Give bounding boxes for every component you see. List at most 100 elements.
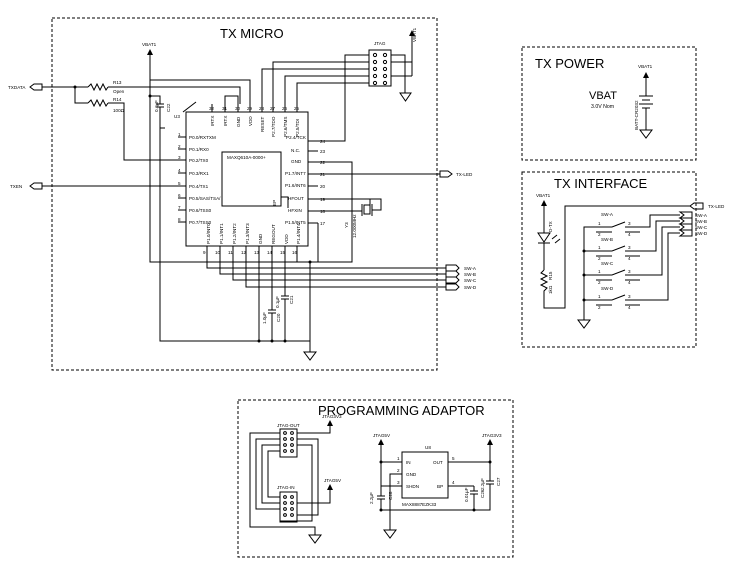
svg-text:HFOUT: HFOUT [288,196,304,201]
svg-text:12: 12 [241,250,247,255]
svg-text:P0.3/RX1: P0.3/RX1 [189,171,209,176]
jtag5v-regulator-symbol: JTAG5V [373,433,391,445]
svg-text:6: 6 [178,193,181,198]
battery-circuit: VBAT1 VBAT 3.0V Nom BATT-CR2032 [589,64,653,139]
ground-adaptor-a [308,534,322,544]
txen-port: TXEN [10,182,43,190]
svg-text:17: 17 [320,221,326,226]
svg-text:31: 31 [222,106,228,111]
svg-text:5: 5 [178,181,181,186]
svg-text:8: 8 [178,217,181,222]
svg-text:P1.2/INT2: P1.2/INT2 [232,223,237,244]
sw-d-label-interface: SW-D [695,231,708,236]
svg-text:29: 29 [247,106,253,111]
u3-left-pins: 1P0.0/RXTXM 2P0.1/RX0 3P0.2/TX0 4P0.3/RX… [178,132,221,225]
sw-c-label-interface: SW-C [695,225,708,230]
jtag-in-label: JTAG-IN [277,485,295,490]
svg-text:IRTX: IRTX [210,116,215,126]
svg-text:P2.5/TDI: P2.5/TDI [295,119,300,137]
tx-interface-title: TX INTERFACE [554,176,648,191]
u3-pin-10: 10 P1.1/INT1 [215,223,224,256]
svg-text:28: 28 [259,106,265,111]
sw-b-switch-label: SW-B [601,237,613,242]
svg-text:RESET: RESET [260,116,265,132]
svg-text:2: 2 [598,232,601,237]
svg-text:P1.0/INT0: P1.0/INT0 [206,223,211,244]
c27-value: 2.2µF [480,478,485,490]
led-circuit: VBAT1 D-TX R15 1kΩ [536,193,690,309]
u3-pin-4: 4P0.3/RX1 [178,168,209,176]
u3-pin-23: 23N.C. [291,148,326,154]
ground-interface [577,319,591,329]
svg-text:2: 2 [598,280,601,285]
r13-value: Open [113,89,125,94]
svg-text:3: 3 [628,221,631,226]
resistor-r14: R14 100Ω [87,97,125,113]
svg-text:GND: GND [236,116,241,127]
svg-text:1: 1 [598,245,601,250]
svg-text:20: 20 [320,184,326,189]
vbat-title: VBAT [589,90,617,102]
u3-pin-7: 7P0.6/TSS0 [178,205,212,213]
svg-text:32: 32 [209,106,215,111]
ground-power [639,129,653,139]
svg-text:9: 9 [203,250,206,255]
ground-jtag [399,92,412,102]
u3-pin-8: 8P0.7/TSS0 [178,217,212,225]
jtag-out-label: JTAG-OUT [277,423,300,428]
switch-sw-d[interactable]: SW-D 1 3 2 4 [596,286,640,310]
svg-text:P1.5/INT5: P1.5/INT5 [285,220,306,225]
txen-label: TXEN [10,184,22,189]
svg-text:P1.1/INT1: P1.1/INT1 [219,223,224,244]
svg-text:3: 3 [397,480,400,485]
tx-interface-box [521,171,697,348]
tx-led-label-interface: TX-LED [708,204,725,209]
u3-pin-9: 9 P1.0/INT0 [203,223,211,256]
svg-text:1: 1 [598,221,601,226]
svg-text:GND: GND [258,233,263,244]
c22-value: 0.1µF [154,100,159,112]
r13-ref: R13 [113,80,122,85]
svg-text:10: 10 [215,250,221,255]
capacitor-c27: 2.2µF C27 [474,462,501,511]
svg-text:REGOUT: REGOUT [271,224,276,244]
svg-text:15: 15 [280,250,286,255]
svg-text:P1.6/INT6: P1.6/INT6 [285,183,306,188]
u8-ref: U8 [425,445,431,450]
tx-led-port: TX-LED [439,170,473,178]
svg-text:P0.4/TX1: P0.4/TX1 [189,184,209,189]
r15-ref: R15 [548,271,553,280]
battery-ref: BATT-CR2032 [634,100,639,130]
sw-a-label-micro: SW-A [464,266,477,271]
switch-sw-b[interactable]: SW-B 1 3 2 4 [596,237,640,261]
svg-text:IN: IN [406,460,411,465]
ground-micro [303,351,317,361]
tx-power-title: TX POWER [535,56,604,71]
switch-sw-a[interactable]: SW-A 1 3 2 4 [596,212,640,237]
u3-pin-6: 6P0.5/SAS/TSA/ [178,193,221,201]
svg-text:5: 5 [452,456,455,461]
svg-text:P2.6/TMS: P2.6/TMS [283,117,288,137]
sw-c-switch-label: SW-C [601,261,614,266]
svg-text:P1.7/INT7: P1.7/INT7 [285,171,306,176]
svg-text:14: 14 [267,250,273,255]
switch-sw-c[interactable]: SW-C 1 3 2 4 [596,261,640,285]
u3-ref: U3 [174,114,180,119]
c20-ref: C20 [276,313,281,322]
ground-adaptor-b [383,529,397,539]
vbat1-micro-label: VBAT1 [142,42,157,47]
vbat1-interface-label: VBAT1 [536,193,551,198]
vbat1-jtag-label: VBAT1 [412,27,417,42]
svg-text:27: 27 [270,106,276,111]
svg-text:P0.2/TX0: P0.2/TX0 [189,158,209,163]
capacitor-c22: 0.1µF C22 [154,100,171,112]
